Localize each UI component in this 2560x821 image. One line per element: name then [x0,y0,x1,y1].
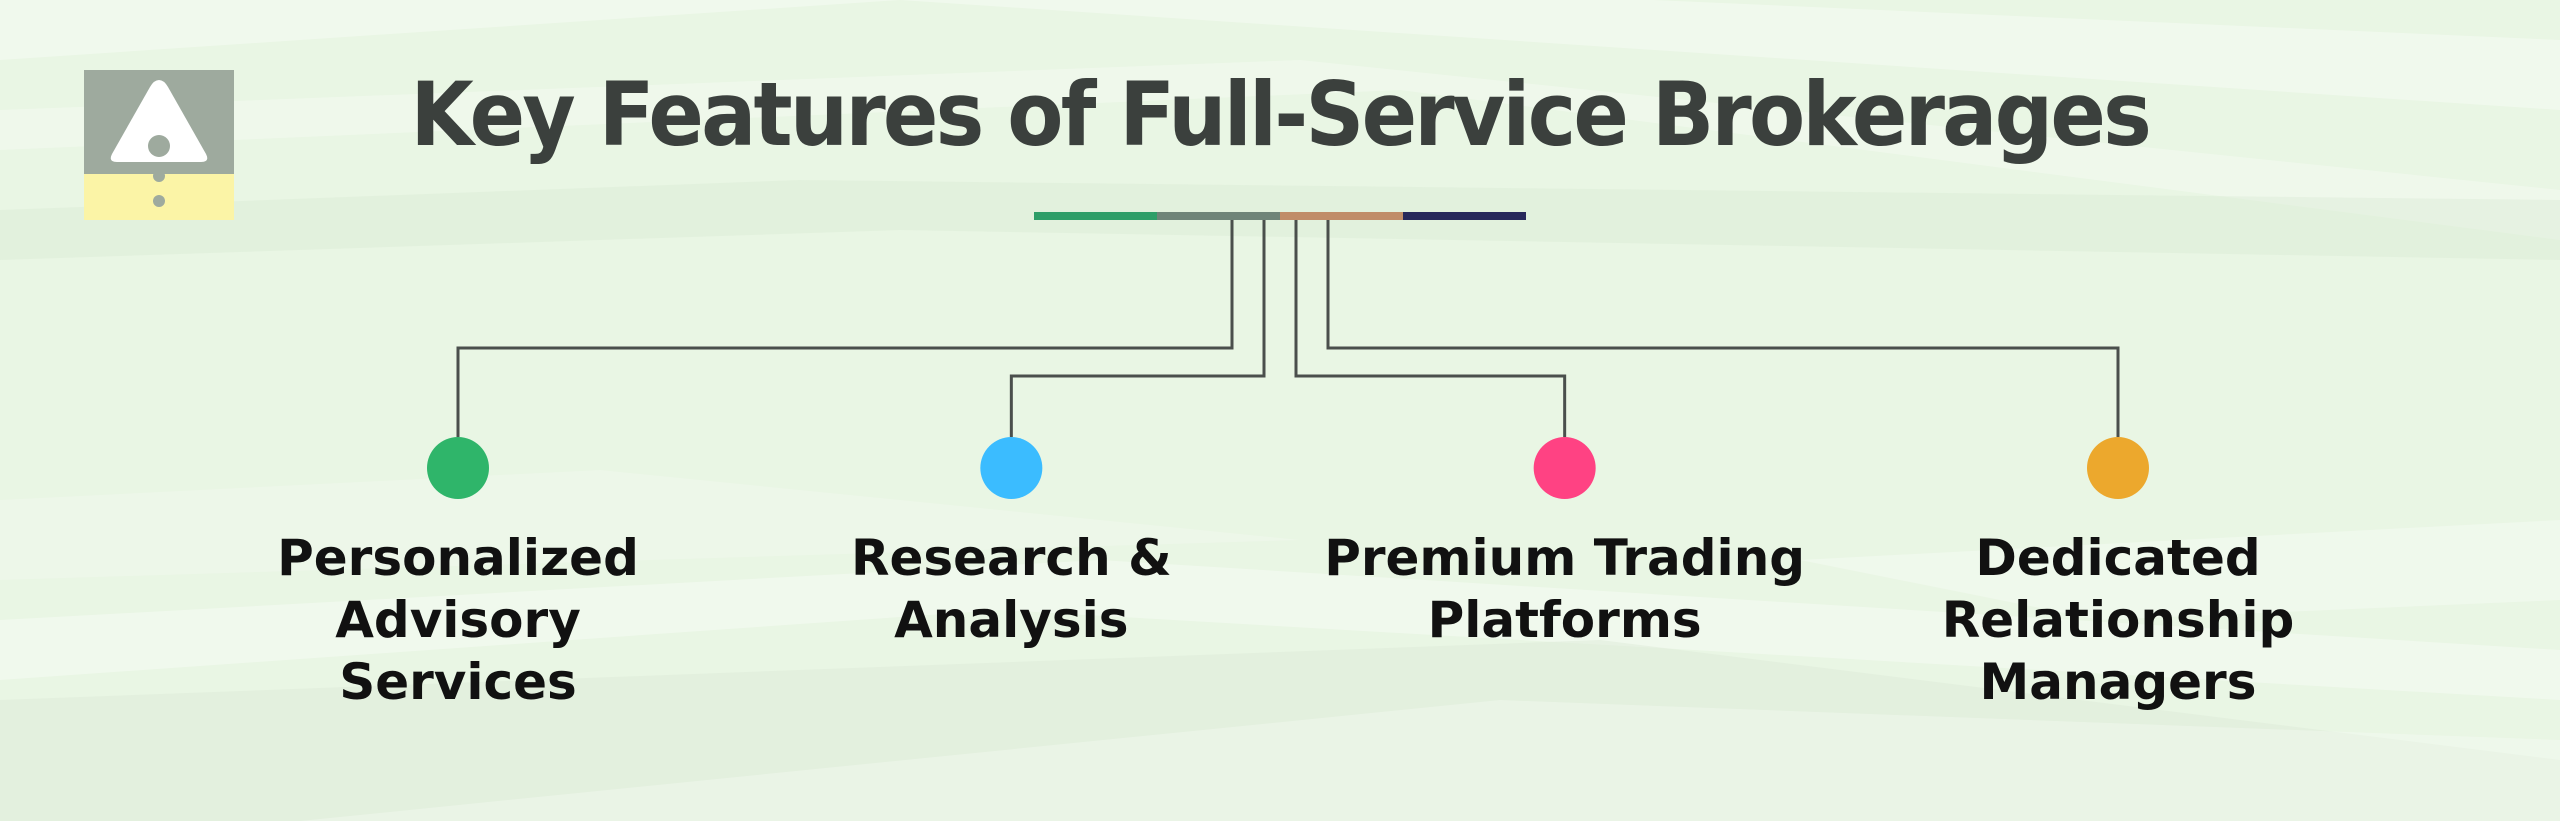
feature-nodes [427,437,2149,499]
feature-node-dot [1533,437,1596,499]
feature-label: Research & Analysis [850,529,1172,649]
title-bar-segment [1034,212,1157,220]
page-title: Key Features of Full-Service Brokerages [410,63,2152,166]
connector-line [1326,220,2120,437]
feature-label: Premium Trading Platforms [1324,529,1806,649]
feature-label: Dedicated Relationship Managers [1941,529,2295,711]
title-accent-bar [1034,212,1526,220]
warning-triangle-icon [84,70,234,220]
feature-node-dot [427,437,489,499]
feature-node-dot [2087,437,2149,499]
connector-line [1294,220,1567,437]
warning-logo [84,70,234,220]
feature-label: Personalized Advisory Services [277,529,639,711]
connector-lines [456,220,2120,437]
feature-node-dot [980,437,1043,499]
title-bar-segment [1403,212,1526,220]
title-bar-segment [1280,212,1403,220]
connector-line [456,220,1234,437]
connector-line [1009,220,1266,437]
title-bar-segment [1157,212,1280,220]
